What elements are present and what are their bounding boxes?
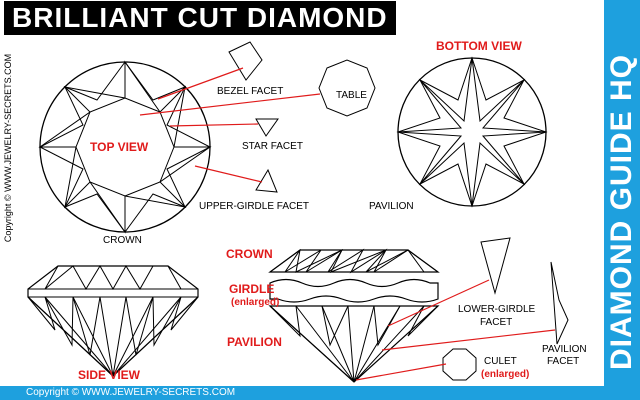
- pavilion-facet-leader: [381, 329, 556, 351]
- table-leader: [139, 93, 321, 116]
- brand-sidebar: [604, 0, 640, 400]
- upper-girdle-facet-shape: [255, 168, 278, 193]
- star-facet-leader: [169, 123, 259, 127]
- diamond-diagram: BEZEL FACET TABLE STAR FACET TOP VIEW UP…: [27, 39, 587, 383]
- page-title: BRILLIANT CUT DIAMOND: [4, 1, 396, 35]
- label-lower-girdle-facet-line1: LOWER-GIRDLE: [458, 304, 536, 315]
- label-girdle-enlarged: (enlarged): [231, 297, 279, 308]
- label-top-view: TOP VIEW: [90, 140, 149, 154]
- lower-girdle-facet-shape: [480, 237, 511, 295]
- culet-leader: [355, 363, 447, 381]
- label-table: TABLE: [336, 90, 367, 101]
- pavilion-facet-shape: [550, 261, 569, 345]
- lower-girdle-facet-leader: [387, 279, 490, 327]
- bezel-facet-leader: [157, 67, 244, 100]
- side-view-diamond: [27, 265, 199, 377]
- enlarged-crown: [268, 248, 440, 274]
- table-shape: [318, 59, 376, 117]
- bezel-facet-shape: [228, 41, 263, 81]
- label-pavilion-facet-line2: FACET: [547, 356, 579, 367]
- label-crown-top: CROWN: [103, 235, 142, 246]
- enlarged-girdle: [269, 278, 439, 303]
- label-culet-enlarged: (enlarged): [481, 369, 529, 380]
- label-pavilion-bottom: PAVILION: [369, 201, 414, 212]
- label-bezel-facet: BEZEL FACET: [217, 86, 283, 97]
- label-lower-girdle-facet-line2: FACET: [480, 317, 512, 328]
- label-star-facet: STAR FACET: [242, 141, 303, 152]
- label-girdle: GIRDLE: [229, 282, 274, 296]
- label-pavilion-side: PAVILION: [227, 335, 282, 349]
- star-facet-shape: [255, 118, 279, 137]
- culet-shape: [442, 348, 477, 381]
- enlarged-pavilion: [268, 305, 440, 383]
- label-side-view: SIDE VIEW: [78, 368, 141, 382]
- brand-sidebar-text: DIAMOND GUIDE HQ: [605, 54, 638, 370]
- label-bottom-view: BOTTOM VIEW: [436, 39, 522, 53]
- label-culet: CULET: [484, 356, 517, 367]
- top-view-diamond: [38, 60, 212, 234]
- label-pavilion-facet-line1: PAVILION: [542, 344, 587, 355]
- footer-copyright: Copyright © WWW.JEWELRY-SECRETS.COM: [0, 386, 604, 400]
- upper-girdle-facet-leader: [194, 165, 263, 183]
- label-upper-girdle-facet: UPPER-GIRDLE FACET: [199, 201, 309, 212]
- label-crown-side: CROWN: [226, 247, 273, 261]
- bottom-view-diamond: [396, 56, 548, 208]
